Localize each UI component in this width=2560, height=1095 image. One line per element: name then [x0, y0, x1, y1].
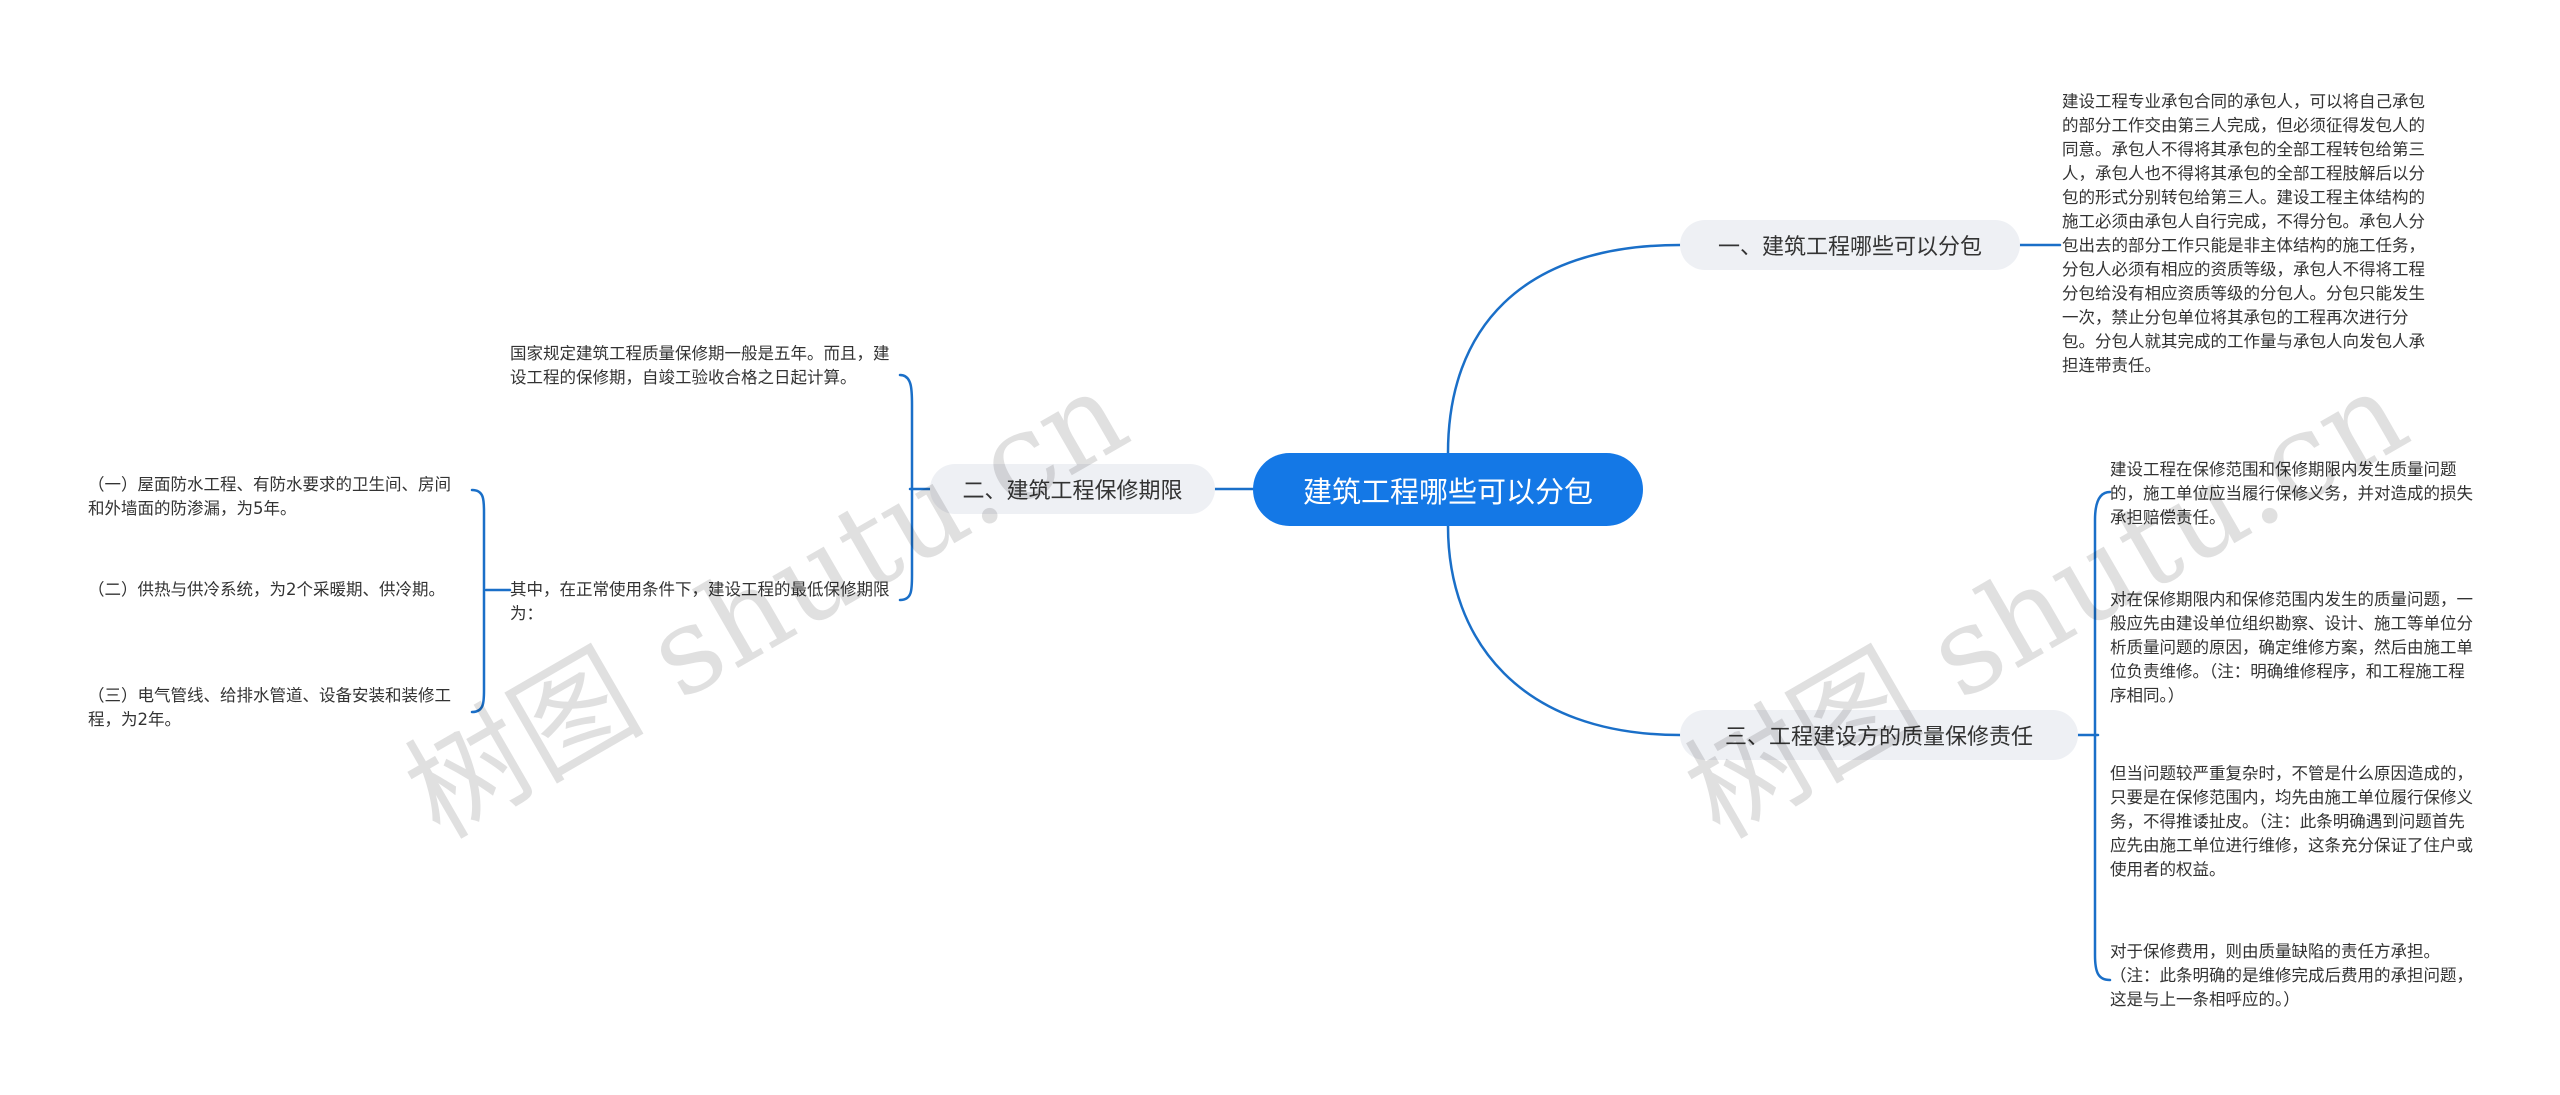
subleaf-heating-cooling: （二）供热与供冷系统，为2个采暖期、供冷期。	[88, 580, 445, 599]
leaf-quality-procedure: 对在保修期限内和保修范围内发生的质量问题，一般应先由建设单位组织勘察、设计、施工…	[2110, 590, 2473, 705]
leaf-quality-severe: 但当问题较严重复杂时，不管是什么原因造成的，只要是在保修范围内，均先由施工单位履…	[2110, 764, 2473, 879]
bracket-b2	[898, 373, 914, 602]
leaf-quality-cost: 对于保修费用，则由质量缺陷的责任方承担。（注：此条明确的是维修完成后费用的承担问…	[2110, 942, 2473, 1009]
link-root-b3	[1446, 524, 1682, 737]
subleaf-roof-waterproof: （一）屋面防水工程、有防水要求的卫生间、房间和外墙面的防渗漏，为5年。	[88, 475, 451, 518]
leaf-warranty-general: 国家规定建筑工程质量保修期一般是五年。而且，建设工程的保修期，自竣工验收合格之日…	[510, 344, 890, 387]
leaf-quality-duty: 建设工程在保修范围和保修期限内发生质量问题的，施工单位应当履行保修义务，并对造成…	[2110, 460, 2473, 527]
branch-subcontract[interactable]: 一、建筑工程哪些可以分包	[1680, 220, 2020, 270]
branch-quality-responsibility[interactable]: 三、工程建设方的质量保修责任	[1680, 710, 2078, 760]
leaf-warranty-minimum: 其中，在正常使用条件下，建设工程的最低保修期限为：	[510, 580, 890, 623]
link-root-b1	[1446, 243, 1682, 455]
root-topic[interactable]: 建筑工程哪些可以分包	[1253, 453, 1643, 526]
bracket-sub	[470, 488, 486, 714]
subleaf-electrical: （三）电气管线、给排水管道、设备安装和装修工程，为2年。	[88, 686, 451, 729]
bracket-b3	[2093, 490, 2112, 982]
leaf-subcontract-rules: 建设工程专业承包合同的承包人，可以将自己承包的部分工作交由第三人完成，但必须征得…	[2062, 92, 2425, 375]
branch-warranty-period[interactable]: 二、建筑工程保修期限	[930, 464, 1215, 514]
